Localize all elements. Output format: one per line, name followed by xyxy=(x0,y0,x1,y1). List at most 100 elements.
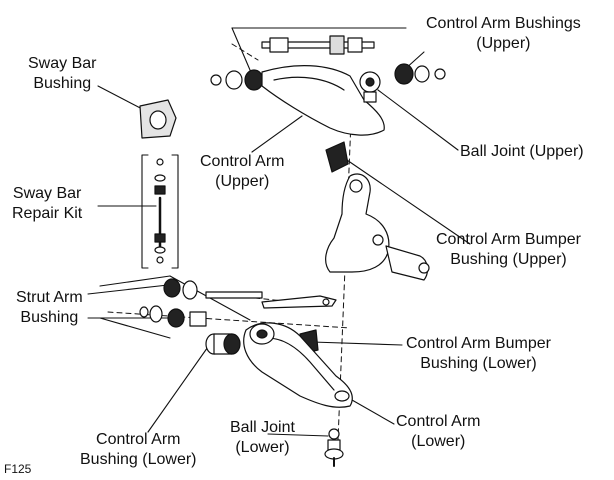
ball-joint-stud xyxy=(328,428,340,440)
label-line: Sway Bar xyxy=(28,55,97,72)
leader-line xyxy=(377,89,459,151)
lower-ball-joint xyxy=(324,428,344,467)
label-line: Bushing xyxy=(20,309,79,326)
upper-ball-joint-stud xyxy=(365,77,375,87)
label-strut-arm-bushing: Strut Arm Bushing xyxy=(16,288,83,328)
label-line: Control Arm Bushings xyxy=(426,15,581,32)
kit-nut xyxy=(156,256,164,264)
label-line: Bushing (Lower) xyxy=(80,451,197,468)
label-ball-joint-lower: Ball Joint (Lower) xyxy=(230,418,295,458)
knuckle-bolt-hole xyxy=(372,234,384,246)
strut-arm xyxy=(261,295,337,309)
knuckle-body xyxy=(325,173,390,273)
label-control-arm-bumper-bushing-lower: Control Arm Bumper Bushing (Lower) xyxy=(406,334,551,374)
sway-bar-repair-kit xyxy=(154,158,166,264)
shaft-bushing-right xyxy=(347,37,363,53)
label-sway-bar-repair-kit: Sway Bar Repair Kit xyxy=(12,184,82,224)
lower-arm-body xyxy=(243,322,353,408)
strut-washer xyxy=(182,280,198,300)
label-line: (Upper) xyxy=(215,173,270,190)
leader-line xyxy=(343,157,471,245)
label-control-arm-upper: Control Arm (Upper) xyxy=(200,152,284,192)
strut-nut xyxy=(139,306,149,318)
strut-arm-hole xyxy=(322,298,330,306)
label-line: Repair Kit xyxy=(12,205,83,222)
spindle-end xyxy=(418,262,430,274)
strut-washer xyxy=(149,305,163,323)
bushing-rubber xyxy=(223,333,241,355)
figure-id: F125 xyxy=(4,462,32,476)
strut-rod xyxy=(205,291,263,299)
bracket xyxy=(171,154,179,269)
kit-washer xyxy=(154,174,166,182)
nut-right xyxy=(434,68,446,80)
leader-line xyxy=(267,433,329,437)
kit-nut xyxy=(156,158,164,166)
bushing-left xyxy=(244,69,264,91)
lower-control-arm xyxy=(243,322,353,408)
kit-grommet xyxy=(154,185,166,195)
washer-left xyxy=(225,70,243,90)
leader-line xyxy=(147,343,211,433)
label-line: (Upper) xyxy=(476,35,531,52)
kit-grommet xyxy=(154,233,166,243)
leader-line xyxy=(251,115,303,153)
washer-right xyxy=(414,65,430,83)
strut-sleeve xyxy=(189,311,207,327)
leader-line xyxy=(311,341,403,346)
label-line: Bushing xyxy=(33,75,92,92)
upper-arm-web xyxy=(273,76,345,91)
bushing-hole xyxy=(149,110,167,130)
label-line: Ball Joint (Upper) xyxy=(460,143,584,160)
spindle xyxy=(385,245,429,281)
dashed-axis xyxy=(107,311,351,329)
label-line: Control Arm Bumper xyxy=(406,335,551,352)
nut-left xyxy=(210,74,222,86)
lower-arm-eye-hole xyxy=(256,329,268,339)
upper-arm-body xyxy=(261,65,385,136)
leader-line xyxy=(87,284,169,295)
label-sway-bar-bushing: Sway Bar Bushing xyxy=(28,54,96,94)
label-control-arm-bushings-upper: Control Arm Bushings (Upper) xyxy=(426,14,581,54)
sway-bar-bushing xyxy=(139,99,177,139)
label-line: Bushing (Upper) xyxy=(450,251,567,268)
kit-washer xyxy=(154,246,166,254)
label-ball-joint-upper: Ball Joint (Upper) xyxy=(460,142,584,162)
label-line: Control Arm Bumper xyxy=(436,231,581,248)
knuckle-upper-eye xyxy=(349,179,363,193)
label-line: Control Arm xyxy=(396,413,481,430)
upper-bumper-bushing xyxy=(325,141,349,173)
dashed-axis xyxy=(231,43,259,61)
strut-bushing xyxy=(163,278,181,298)
strut-bushing xyxy=(167,308,185,328)
lower-arm-bushing xyxy=(205,333,241,355)
bumper-upper xyxy=(325,141,349,173)
shaft-bushing-left xyxy=(269,37,289,53)
label-control-arm-bumper-bushing-upper: Control Arm Bumper Bushing (Upper) xyxy=(436,230,581,270)
bushing-right xyxy=(394,63,414,85)
leader-line xyxy=(351,399,395,425)
label-line: Control Arm xyxy=(200,153,285,170)
cross-shaft xyxy=(261,41,375,49)
label-control-arm-lower: Control Arm (Lower) xyxy=(396,412,480,452)
shaft-nut xyxy=(329,35,345,55)
upper-control-arm xyxy=(261,65,385,136)
leader-lines xyxy=(87,27,471,437)
label-line: (Lower) xyxy=(411,433,466,450)
lower-ball-joint-seat xyxy=(334,390,350,402)
steering-knuckle xyxy=(325,173,430,281)
label-line: (Lower) xyxy=(235,439,290,456)
label-line: Control Arm xyxy=(96,431,181,448)
bracket xyxy=(99,275,171,287)
label-line: Sway Bar xyxy=(12,185,82,202)
bracket xyxy=(99,317,171,339)
label-line: Strut Arm xyxy=(16,289,83,306)
upper-shaft-assembly xyxy=(210,35,446,91)
upper-ball-joint-neck xyxy=(363,91,377,103)
label-line: Bushing (Lower) xyxy=(420,355,537,372)
label-control-arm-bushing-lower: Control Arm Bushing (Lower) xyxy=(80,430,197,470)
strut-arm-assembly xyxy=(139,278,337,328)
bracket xyxy=(141,154,149,269)
